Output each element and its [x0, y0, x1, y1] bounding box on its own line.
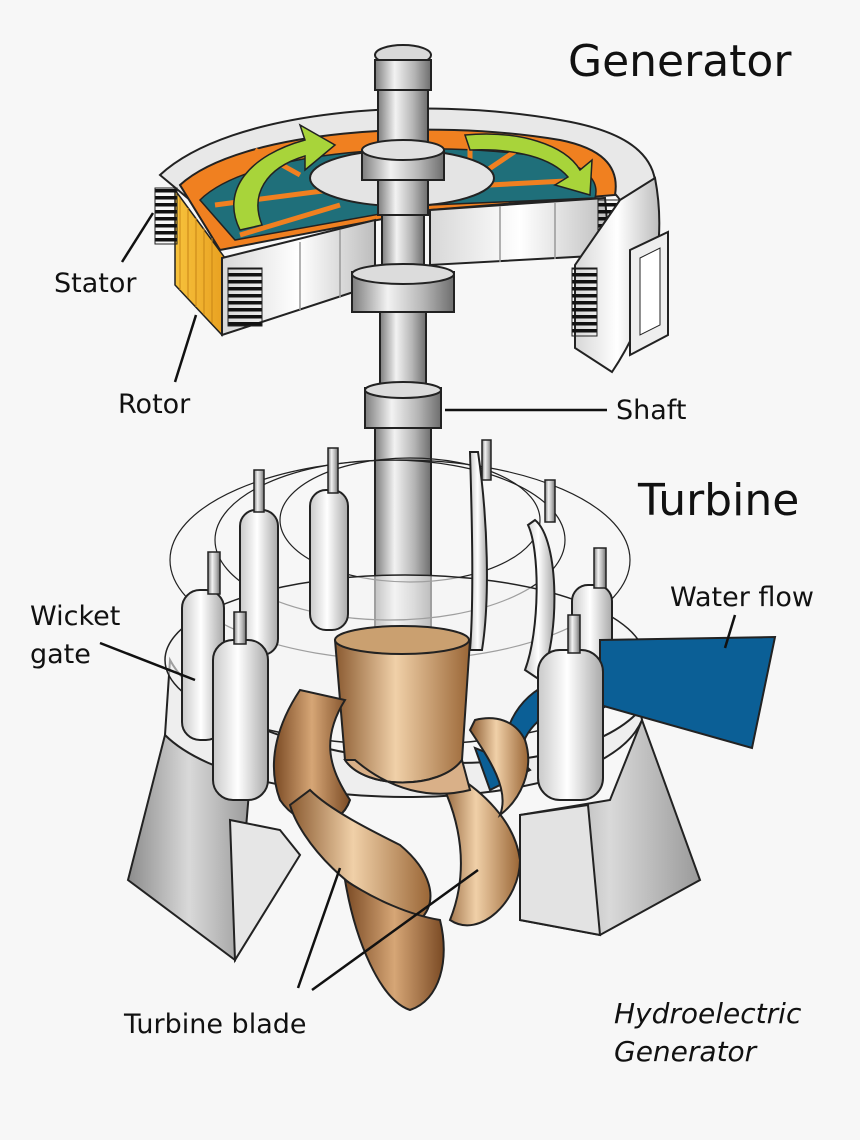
- leader-blade-2: [311, 868, 479, 992]
- wicket-gate-label-line1: Wicket: [30, 601, 120, 632]
- labels: Generator Turbine Stator Rotor Shaft Wic…: [30, 36, 814, 1068]
- shaft-label: Shaft: [616, 395, 686, 426]
- turbine-assembly: [126, 439, 777, 1012]
- turbine-blade-2: [288, 788, 432, 922]
- generator-assembly: [154, 107, 669, 374]
- leader-lines: [99, 212, 737, 992]
- stator-teeth-front: [227, 267, 263, 327]
- stator-label: Stator: [54, 268, 137, 299]
- leader-stator: [120, 212, 155, 263]
- turbine-blade-5: [468, 717, 530, 818]
- turbine-blade-3: [343, 877, 445, 1012]
- generator-title: Generator: [568, 36, 792, 87]
- leader-wicket-gate: [99, 641, 196, 682]
- caption-line1: Hydroelectric: [614, 997, 802, 1030]
- turbine-blade-6: [343, 757, 472, 795]
- leader-rotor: [173, 314, 198, 383]
- leader-water-flow: [723, 614, 737, 649]
- water-flow-label: Water flow: [670, 582, 814, 613]
- turbine-blades: [272, 688, 530, 1012]
- turbine-blade-4: [438, 773, 522, 927]
- rotation-arrow-right: [463, 133, 593, 196]
- wicket-gates-front: [181, 551, 604, 801]
- stator-teeth-left: [154, 187, 178, 245]
- leader-blade-1: [296, 867, 342, 989]
- turbine-title: Turbine: [637, 475, 799, 526]
- turbine-blade-label: Turbine blade: [123, 1009, 307, 1040]
- caption-line2: Generator: [614, 1035, 758, 1068]
- wicket-gate-label-line2: gate: [30, 639, 91, 670]
- rotor-label: Rotor: [118, 389, 191, 420]
- rotation-arrow-left: [233, 123, 337, 231]
